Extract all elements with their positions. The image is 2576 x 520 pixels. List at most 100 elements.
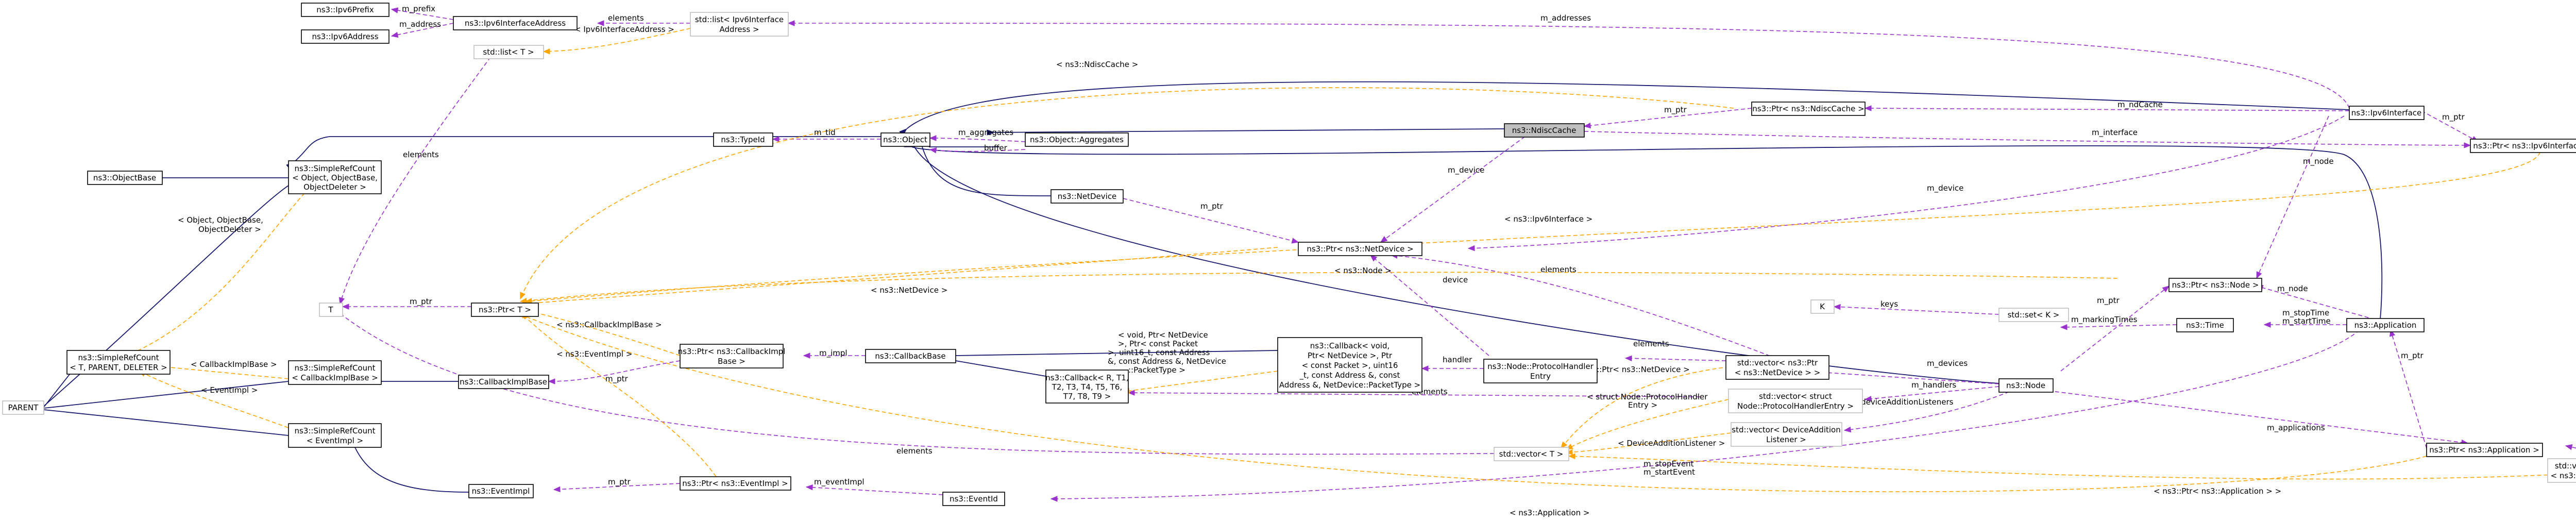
label-m-device-ndisc: m_device: [1448, 165, 1484, 175]
label-ptr-app-tmpl: < ns3::Ptr< ns3::Application > >: [2154, 487, 2281, 496]
node-simplerefcount-cbib[interactable]: ns3::SimpleRefCount < CallbackImplBase >: [288, 360, 382, 385]
node-ptr-netdevice-label: ns3::Ptr< ns3::NetDevice >: [1307, 244, 1413, 254]
node-vec-protocolhandlerentry[interactable]: std::vector< struct Node::ProtocolHandle…: [1728, 389, 1863, 413]
node-ptr-ipv6interface[interactable]: ns3::Ptr< ns3::Ipv6Interface >: [2470, 139, 2576, 153]
node-t[interactable]: T: [319, 303, 343, 317]
node-ptr-netdevice[interactable]: ns3::Ptr< ns3::NetDevice >: [1298, 242, 1422, 256]
node-vec-ptr-netdevice[interactable]: std::vector< ns3::Ptr < ns3::NetDevice >…: [1725, 355, 1829, 380]
node-protocolhandlerentry-label-1: ns3::Node::ProtocolHandler: [1487, 362, 1594, 371]
node-ptr-application[interactable]: ns3::Ptr< ns3::Application >: [2426, 443, 2543, 457]
node-stdlist-ipv6ifaddr[interactable]: std::list< Ipv6Interface Address >: [690, 12, 789, 37]
node-parent[interactable]: PARENT: [2, 400, 44, 415]
node-simplerefcount-cbib-label-2: < CallbackImplBase >: [292, 373, 378, 382]
node-callback-handler[interactable]: ns3::Callback< void, Ptr< NetDevice >, P…: [1277, 337, 1422, 393]
label-m-ptr-eventimpl: m_ptr: [608, 477, 631, 487]
node-vec-ptr-application-label-1: std::vector< ns3::Ptr: [2555, 461, 2576, 471]
node-callbackbase[interactable]: ns3::CallbackBase: [865, 349, 956, 363]
edge-m-ptr-node: [2060, 286, 2169, 372]
label-ndisccache-tmpl: < ns3::NdiscCache >: [1056, 60, 1138, 69]
node-application[interactable]: ns3::Application: [2346, 318, 2425, 332]
node-k-label: K: [1820, 302, 1825, 311]
node-eventid[interactable]: ns3::EventId: [942, 492, 1005, 506]
node-ipv6address[interactable]: ns3::Ipv6Address: [301, 29, 389, 44]
edge-m-aggregates: [930, 138, 1026, 142]
node-ptr-t[interactable]: ns3::Ptr< T >: [471, 303, 539, 317]
node-object-aggregates[interactable]: ns3::Object::Aggregates: [1025, 132, 1129, 147]
edge-object-to-node: [914, 147, 2007, 384]
label-m-aggregates: m_aggregates: [958, 128, 1013, 138]
node-ptr-ndisccache-label: ns3::Ptr< ns3::NdiscCache >: [1752, 104, 1864, 113]
node-ptr-node[interactable]: ns3::Ptr< ns3::Node >: [2168, 278, 2262, 292]
label-netdevice-tmpl: < ns3::NetDevice >: [871, 286, 947, 295]
node-object[interactable]: ns3::Object: [880, 132, 930, 147]
node-parent-label: PARENT: [8, 403, 39, 412]
edge-m-ptr-cbib: [549, 360, 681, 381]
edge-object-to-netdevice: [922, 147, 1052, 196]
node-stdset-k[interactable]: std::set< K >: [1998, 308, 2069, 322]
edge-m-ptr-app: [2391, 330, 2427, 449]
node-callback-handler-label-2: Ptr< NetDevice >, Ptr: [1308, 351, 1393, 360]
node-ptr-application-label: ns3::Ptr< ns3::Application >: [2429, 445, 2539, 455]
node-ipv6interfaceaddress[interactable]: ns3::Ipv6InterfaceAddress: [453, 16, 578, 30]
label-netdevice-ptr-tmpl: < ns3::Ptr< ns3::NetDevice >: [1574, 365, 1690, 374]
node-simplerefcount-tpd[interactable]: ns3::SimpleRefCount < T, PARENT, DELETER…: [66, 350, 171, 375]
edge-keys: [1834, 307, 1999, 315]
node-simplerefcount-object-label-3: ObjectDeleter >: [303, 182, 366, 192]
node-ipv6interface-label: ns3::Ipv6Interface: [2351, 108, 2422, 118]
edge-simplerefcount-eventimpl-to-eventimpl: [355, 448, 469, 493]
label-m-ptr-ipv6if: m_ptr: [2442, 112, 2465, 122]
label-m-stoptime-1: m_stopTime: [2282, 308, 2329, 318]
node-callbackimplbase[interactable]: ns3::CallbackImplBase: [458, 375, 549, 389]
node-time[interactable]: ns3::Time: [2176, 318, 2234, 332]
label-m-ptr-app: m_ptr: [2401, 351, 2424, 361]
edge-m-devices: [1803, 371, 1999, 384]
node-vec-t[interactable]: std::vector< T >: [1494, 447, 1569, 461]
edge-m-device-ndisc: [1381, 136, 1526, 242]
node-typeid-label: ns3::TypeId: [721, 135, 765, 144]
node-node[interactable]: ns3::Node: [1998, 378, 2054, 393]
node-ipv6prefix[interactable]: ns3::Ipv6Prefix: [301, 3, 389, 17]
node-eventimpl[interactable]: ns3::EventImpl: [468, 484, 534, 498]
label-node-tmpl: < ns3::Node >: [1334, 266, 1392, 275]
node-protocolhandlerentry[interactable]: ns3::Node::ProtocolHandler Entry: [1483, 359, 1598, 383]
node-simplerefcount-object[interactable]: ns3::SimpleRefCount < Object, ObjectBase…: [288, 160, 382, 194]
node-simplerefcount-eventimpl-label-1: ns3::SimpleRefCount: [295, 426, 376, 435]
label-m-applications: m_applications: [2267, 423, 2325, 433]
node-stdlist-t[interactable]: std::list< T >: [473, 45, 544, 59]
node-ndisccache[interactable]: ns3::NdiscCache: [1504, 123, 1585, 138]
label-elements-list-t: elements: [403, 150, 439, 159]
node-ptr-eventimpl[interactable]: ns3::Ptr< ns3::EventImpl >: [680, 476, 791, 491]
label-elements-vec-t: elements: [896, 446, 933, 456]
edge-application-tmpl: [520, 314, 2427, 492]
edge-cbib-tmpl-ptr: [520, 309, 681, 356]
edge-m-node-ipv6if: [2256, 115, 2329, 278]
node-vec-deviceadditionlistener-label-2: Listener >: [1766, 435, 1806, 444]
node-objectbase[interactable]: ns3::ObjectBase: [87, 171, 163, 185]
node-ptr-ndisccache[interactable]: ns3::Ptr< ns3::NdiscCache >: [1751, 102, 1866, 116]
node-vec-deviceadditionlistener-label-1: std::vector< DeviceAddition: [1732, 425, 1840, 434]
node-t-label: T: [328, 305, 333, 314]
node-ipv6interface[interactable]: ns3::Ipv6Interface: [2349, 106, 2425, 120]
label-m-ptr-cbib: m_ptr: [605, 374, 629, 384]
node-object-label: ns3::Object: [883, 135, 927, 144]
label-application-tmpl: < ns3::Application >: [1510, 508, 1589, 517]
node-netdevice[interactable]: ns3::NetDevice: [1050, 189, 1124, 204]
node-netdevice-label: ns3::NetDevice: [1058, 192, 1117, 201]
node-ndisccache-label: ns3::NdiscCache: [1512, 126, 1577, 135]
label-m-eventimpl: m_eventImpl: [814, 477, 865, 487]
edge-m-ptr-eventimpl: [554, 483, 681, 490]
label-eventimpl-tmpl: < ns3::EventImpl >: [556, 349, 632, 359]
node-ptr-eventimpl-label: ns3::Ptr< ns3::EventImpl >: [682, 479, 788, 488]
node-callback-handler-label-4: _t, const Address &, const: [1299, 371, 1400, 380]
node-k[interactable]: K: [1810, 299, 1835, 314]
node-vec-ptr-application[interactable]: std::vector< ns3::Ptr < ns3::Application…: [2547, 458, 2576, 483]
node-stdlist-ipv6ifaddr-label-2: Address >: [719, 25, 759, 34]
node-vec-deviceadditionlistener[interactable]: std::vector< DeviceAddition Listener >: [1731, 422, 1842, 447]
label-cbib-tmpl-parent: < CallbackImplBase >: [191, 360, 277, 369]
node-simplerefcount-eventimpl[interactable]: ns3::SimpleRefCount < EventImpl >: [288, 423, 382, 448]
node-callback-9[interactable]: ns3::Callback< R, T1, T2, T3, T4, T5, T6…: [1045, 370, 1129, 404]
node-typeid[interactable]: ns3::TypeId: [713, 132, 773, 147]
node-ptr-callbackimplbase[interactable]: ns3::Ptr< ns3::CallbackImpl Base >: [678, 344, 786, 368]
label-m-stopevent-1: m_stopEvent: [1643, 459, 1694, 469]
node-stdlist-t-label: std::list< T >: [483, 47, 534, 57]
